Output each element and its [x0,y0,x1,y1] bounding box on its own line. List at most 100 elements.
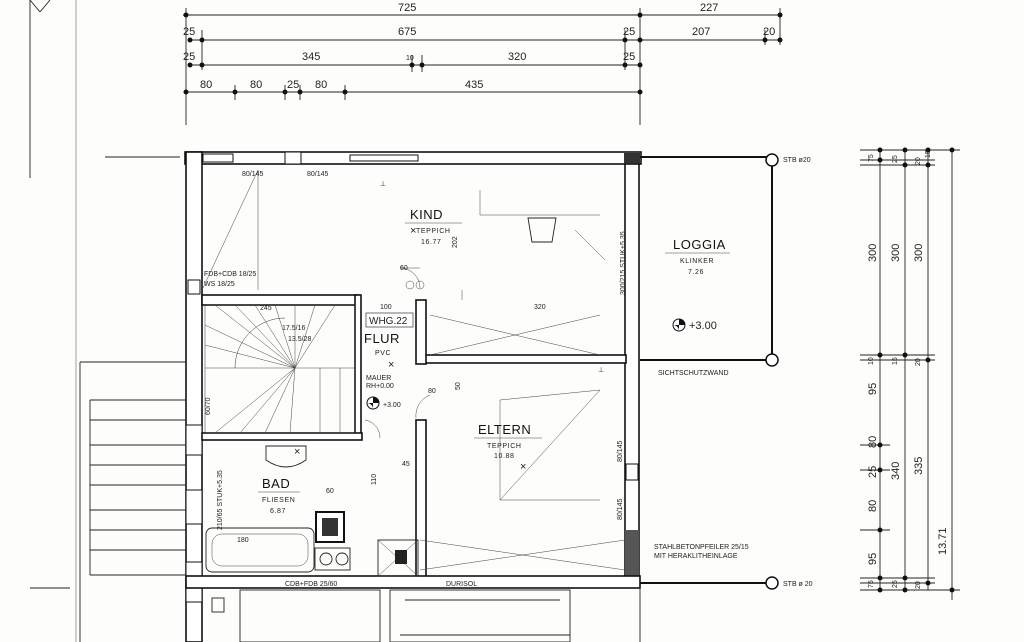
dim-right-300-a: 300 [867,244,879,262]
label-stair: 17.5/16 [282,325,305,332]
label-stb-top: STB ø20 [783,157,811,164]
door-swings [364,267,431,439]
level-loggia-text: +3.00 [689,320,717,332]
room-loggia: LOGGIA KLINKER 7.26 [665,237,730,276]
room-name-eltern: ELTERN [478,422,531,437]
dim-right-25c: 25 [867,466,879,478]
dim-right-total: 13.71 [937,527,949,555]
dim-right-25d: 25 [892,580,899,588]
label-mauer-2: RH+0.00 [366,383,394,390]
room-area-kind: 16.77 [421,239,442,246]
dim-right-80-b: 80 [867,500,879,512]
dim-80-b: 80 [250,79,262,91]
label-180: 180 [237,537,249,544]
dim-right-95-a: 95 [867,383,879,395]
bathtub [205,527,315,573]
steel-column-bottom [765,576,779,590]
ceiling-x-bad: × [294,446,300,458]
heating-unit-core [322,518,338,536]
label-window-2: 80/145 [307,171,329,178]
washbasin [265,445,307,468]
room-kind: KIND TEPPICH 16.77 [405,207,462,246]
room-floor-loggia: KLINKER [680,258,714,265]
lamp-symbol-eltern: ⊥ [598,367,604,374]
room-eltern: ELTERN TEPPICH 10.88 [474,422,542,460]
dim-25-a: 25 [183,26,195,38]
room-floor-bad: FLIESEN [262,497,295,504]
dim-80-c: 80 [315,79,327,91]
chimney [187,279,201,295]
level-marker-loggia: +3.00 [672,318,717,332]
wall-bad-top [201,432,363,441]
dim-25-b: 25 [623,26,635,38]
label-mauer-1: MAUER [366,375,391,382]
dim-20: 20 [763,26,775,38]
dim-435: 435 [465,79,483,91]
walls [184,151,779,642]
wall-right [624,163,640,585]
label-sturz-1: 300/215 STUK+5.35 [620,231,627,295]
room-area-bad: 6.87 [270,508,286,515]
dim-right-75b: 75 [868,580,875,588]
steel-column-mid [765,353,779,367]
room-flur: WHG.22 FLUR PVC [364,312,414,357]
label-80-145-b: 80/145 [617,498,624,520]
room-area-loggia: 7.26 [688,269,704,276]
dim-right-300-c: 300 [913,244,925,262]
wall-bottom [185,575,641,589]
window-top-1 [202,153,234,163]
dim-right-80-a: 80 [867,436,879,448]
wall-stair-top [201,294,359,306]
concrete-pillar [625,530,639,588]
dim-725: 725 [398,2,416,14]
label-60: 60 [400,265,408,272]
wall-stair-right [354,294,362,436]
ceiling-x-eltern: × [520,461,526,473]
label-100: 100 [380,304,392,311]
label-45: 45 [402,461,410,468]
lower-structure [211,588,641,642]
room-floor-flur: PVC [375,350,391,357]
room-name-bad: BAD [262,476,290,491]
room-bad: BAD FLIESEN 6.87 [258,476,300,515]
wall-kind-flur [415,299,427,365]
room-name-flur: FLUR [364,331,400,346]
label-sturz-2: 210/65 STUK+5.35 [217,470,224,530]
wall-pier-1 [185,424,203,456]
wall-pier-right [625,463,639,481]
label-60-70: 60/70 [205,397,212,415]
exterior-balcony-slats [79,361,186,642]
dim-right-95-b: 95 [867,553,879,565]
room-floor-eltern: TEPPICH [487,443,522,450]
desk-symbol [527,217,557,243]
label-50: 50 [455,382,462,390]
steel-column-top [765,153,779,167]
dim-right-335: 335 [913,457,925,475]
lamp-symbol-kind: ⊥ [380,181,386,188]
ceiling-diagonals [201,169,626,571]
staircase [204,304,356,434]
room-floor-kind: TEPPICH [416,228,451,235]
label-320: 320 [534,304,546,311]
label-ws: WS 18/25 [204,281,235,288]
section-arrow [29,0,51,13]
wall-pier-2 [185,489,203,525]
bathtub-inner [211,533,309,567]
apartment-number: WHG.22 [369,316,408,327]
room-name-kind: KIND [410,207,443,222]
dim-207: 207 [692,26,710,38]
label-durisol: DURISOL [446,581,477,588]
label-stair-2: 13.5/28 [288,336,311,343]
wall-eltern-left [415,419,427,581]
label-window-1: 80/145 [242,171,264,178]
room-name-loggia: LOGGIA [673,237,726,252]
dim-25-d: 25 [623,51,635,63]
dim-right-15b: 15 [892,357,899,365]
label-80-145-a: 80/145 [617,440,624,462]
dim-right-75: 75 [868,154,875,162]
room-area-eltern: 10.88 [494,453,515,460]
label-fdb: FDB+CDB 18/25 [204,271,256,278]
level-marker-flur: +3.00 [366,396,401,410]
dim-right-340: 340 [890,462,902,480]
